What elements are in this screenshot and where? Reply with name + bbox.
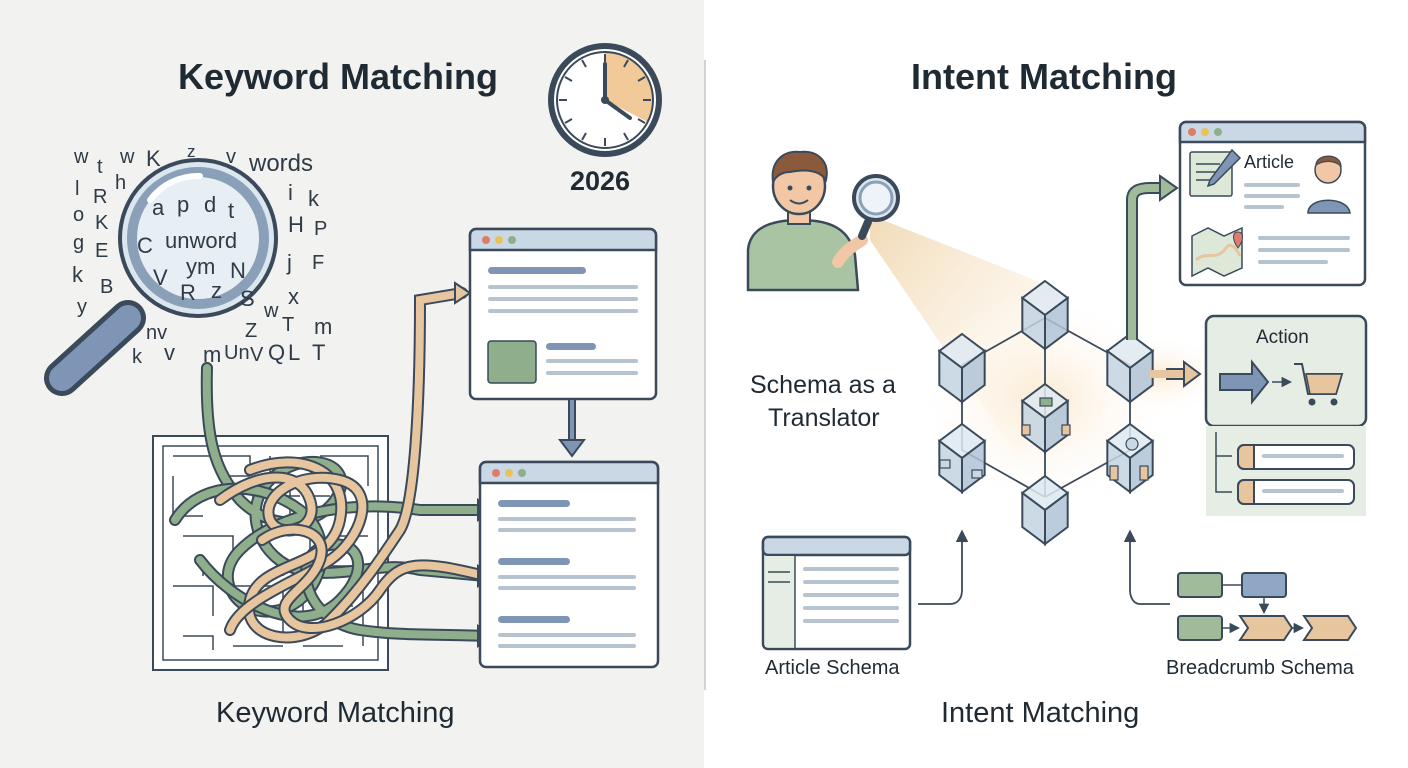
right-title: Intent Matching [911,56,1177,97]
scatter-letter: x [288,284,299,309]
person-illustration [746,150,900,292]
scatter-letter: Q [268,340,286,365]
arrow-from-article-schema [918,529,969,605]
lens-word: R [180,280,196,305]
lens-word: C [137,233,153,258]
magnifier-icon [44,158,278,396]
scatter-letter: w [74,146,89,168]
article-schema-card [761,535,912,651]
cube-network [937,279,1155,546]
scatter-letter: T [312,340,326,365]
scatter-letter: K [146,146,161,171]
scatter-letter: m [203,342,222,367]
action-card [1204,314,1368,428]
cube-center [1020,382,1070,454]
right-caption: Intent Matching [941,697,1140,729]
cube-right-upper [1105,332,1155,404]
scatter-letter: t [97,156,103,178]
scatter-letter: R [93,186,108,208]
breadcrumb-schema-label: Breadcrumb Schema [1166,657,1354,679]
schema-translator-line1: Schema as a [750,371,896,399]
scatter-letter: Un [224,342,250,364]
scatter-letter: k [72,262,83,287]
scatter-letter: H [288,212,304,237]
cube-top [1020,279,1070,351]
scatter-letter: V [250,344,264,366]
scatter-letter: k [308,186,319,211]
scatter-letter: K [95,212,109,234]
action-list [1215,432,1355,505]
scatter-letter: j [287,250,292,275]
scatter-letter: l [75,178,80,200]
scatter-letter: h [115,172,127,194]
lens-word: S [240,286,255,311]
scatter-letter: y [77,296,87,318]
lens-word: z [211,278,222,303]
scatter-letter: v [164,340,175,365]
scatter-letter: w [120,146,135,168]
scatter-letter: k [132,346,142,368]
breadcrumb-schema-diagram [1177,572,1358,641]
cube-bottom [1020,474,1070,546]
lens-word: unword [165,228,238,253]
scatter-letter: nv [146,322,168,344]
lens-word: p [177,192,190,217]
lens-word: a [152,195,165,220]
cube-left-lower [937,422,987,494]
article-label: Article [1244,152,1295,172]
lens-word: V [153,265,168,290]
scatter-letter: F [312,252,325,274]
arrow-from-breadcrumb [1123,529,1170,605]
scatter-letter: i [288,180,293,205]
scatter-letter: words [249,150,314,177]
scatter-letter: L [288,340,301,365]
scatter-letter: Z [245,320,258,342]
left-title: Keyword Matching [178,56,499,97]
article-schema-label: Article Schema [765,657,900,679]
lens-word: t [228,198,235,223]
article-card [1178,120,1367,287]
tangled-threads [169,281,494,648]
scatter-letter: T [282,314,295,336]
scatter-letter: g [73,232,85,254]
cube-left-upper [937,332,987,404]
clock-icon [548,43,662,157]
lens-word: N [230,258,246,283]
schema-translator-line2: Translator [768,404,880,432]
scatter-letter: m [314,314,333,339]
scatter-letter: P [314,218,328,240]
left-caption: Keyword Matching [216,697,455,729]
scatter-letter: z [187,142,196,161]
browser-window-bottom [478,460,660,669]
scatter-letter: B [100,276,114,298]
browser-window-top [468,227,658,401]
scatter-letter: v [226,146,236,168]
scatter-letter: E [95,240,109,262]
lens-word: d [204,192,217,217]
year-label: 2026 [570,166,631,196]
action-label: Action [1256,327,1309,348]
scatter-letter: w [264,300,279,322]
lens-word: ym [186,254,216,279]
scatter-letter: o [73,204,85,226]
